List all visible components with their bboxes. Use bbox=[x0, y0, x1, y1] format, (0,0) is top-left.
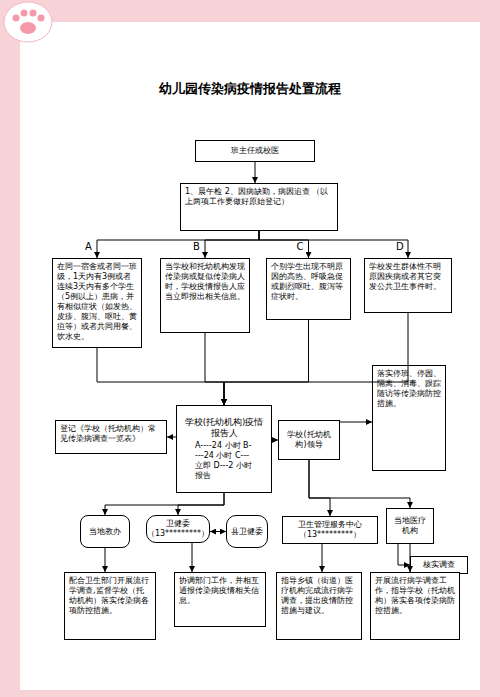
process-box: 班主任或校医 bbox=[195, 140, 315, 162]
process-box: 配合卫生部门开展流行学调查,监督学校（托幼机构）落实传染病各项防控措施。 bbox=[64, 572, 156, 640]
node-text: 落实停班、停园、隔离、消毒、跟踪随访等传染病防控措施。 bbox=[377, 369, 441, 409]
flow-arrow bbox=[224, 313, 408, 405]
branch-letter: B bbox=[193, 241, 200, 252]
node-text: 当学校和托幼机构发现传染病或疑似传染病人时，学校疫情报告人应当立即报出相关信息。 bbox=[165, 262, 245, 302]
diagram-title: 幼儿园传染病疫情报告处置流程 bbox=[40, 80, 460, 98]
flow-arrow bbox=[192, 543, 193, 572]
process-box: 当地医疗机构 bbox=[386, 508, 434, 544]
process-box: 1、晨午检 2、因病缺勤，病因追查 （以上两项工作要做好原始登记） bbox=[180, 183, 338, 231]
flow-arrow bbox=[259, 231, 309, 258]
node-text: 班主任或校医 bbox=[231, 146, 279, 156]
process-box: 当学校和托幼机构发现传染病或疑似传染病人时，学校疫情报告人应当立即报出相关信息。 bbox=[160, 258, 250, 333]
flow-arrow bbox=[105, 493, 224, 515]
flow-arrow bbox=[224, 320, 309, 405]
flow-arrow bbox=[210, 531, 226, 532]
branch-letter: C bbox=[297, 241, 304, 252]
process-box: 学校(托幼机构)领导 bbox=[278, 420, 340, 460]
process-box: 开展流行病学调查工作，指导学校（托幼机构）落实各项传染病防控措施。 bbox=[370, 572, 460, 640]
node-text: 当地教办 bbox=[89, 527, 121, 537]
process-box: 卫健委 （13*********） bbox=[146, 515, 210, 543]
flow-arrow bbox=[259, 231, 408, 258]
node-text: 核实调查 bbox=[423, 560, 455, 570]
flow-arrow bbox=[398, 544, 410, 565]
node-text: 当地医疗机构 bbox=[391, 516, 429, 536]
flow-arrow bbox=[205, 333, 224, 405]
node-text: 学校(托幼机构)领导 bbox=[283, 430, 335, 450]
node-text: 配合卫生部门开展流行学调查,监督学校（托幼机构）落实传染病各项防控措施。 bbox=[69, 576, 151, 616]
process-box: 指导乡镇（街道）医疗机构完成流行病学调查，提出疫情防控措施与建议。 bbox=[276, 572, 362, 640]
flow-arrow bbox=[272, 440, 278, 441]
node-text: 1、晨午检 2、因病缺勤，病因追查 （以上两项工作要做好原始登记） bbox=[185, 187, 333, 207]
branch-letter: A bbox=[85, 241, 92, 252]
flow-arrow bbox=[309, 460, 410, 508]
node-text: 在同一宿舍或者同一班级，1天内有3例或者连续3天内有多个学生（5例以上）患病，并… bbox=[57, 262, 137, 342]
node-text: 卫健委 （13*********） bbox=[147, 519, 209, 539]
flow-arrow bbox=[167, 437, 176, 438]
node-text: A----24 小时 B----24 小时 C---立即 D---2 小时 报告 bbox=[195, 441, 253, 481]
node-text: 指导乡镇（街道）医疗机构完成流行病学调查，提出疫情防控措施与建议。 bbox=[281, 576, 357, 616]
node-text: 县卫健委 bbox=[231, 527, 263, 537]
process-box: 当地教办 bbox=[80, 515, 130, 548]
paper-sheet bbox=[20, 22, 480, 690]
process-box: 协调部门工作，并相互通报传染病疫情相关信息。 bbox=[174, 572, 266, 627]
flow-arrow bbox=[105, 548, 106, 572]
node-text: 学校发生群体性不明原因疾病或者其它突发公共卫生事件时。 bbox=[369, 262, 447, 292]
branch-letter: D bbox=[396, 241, 404, 252]
process-box: 个别学生出现不明原因的高热、呼吸急促或剧烈呕吐、腹泻等症状时。 bbox=[266, 258, 351, 320]
process-box: 学校(托幼机构)疫情报告人 A----24 小时 B----24 小时 C---立… bbox=[176, 405, 272, 493]
flow-arrow bbox=[309, 460, 330, 516]
flow-arrow bbox=[410, 544, 411, 572]
flow-arrow bbox=[97, 348, 224, 405]
flow-arrow bbox=[178, 493, 224, 515]
process-box: 落实停班、停园、隔离、消毒、跟踪随访等传染病防控措施。 bbox=[372, 365, 446, 471]
flow-arrow bbox=[205, 231, 259, 258]
process-box: 在同一宿舍或者同一班级，1天内有3例或者连续3天内有多个学生（5例以上）患病，并… bbox=[52, 258, 142, 348]
process-box: 卫生管理服务中心（13*********） bbox=[282, 516, 378, 544]
process-box: 县卫健委 bbox=[226, 515, 268, 548]
node-text: 登记《学校（托幼机构）常见传染病调查一览表》 bbox=[60, 424, 162, 444]
process-box: 学校发生群体性不明原因疾病或者其它突发公共卫生事件时。 bbox=[364, 258, 452, 313]
flow-arrow bbox=[255, 162, 256, 183]
process-box: 登记《学校（托幼机构）常见传染病调查一览表》 bbox=[55, 420, 167, 454]
node-text: 个别学生出现不明原因的高热、呼吸急促或剧烈呕吐、腹泻等症状时。 bbox=[271, 262, 346, 302]
node-text: 学校(托幼机构)疫情报告人 bbox=[181, 417, 267, 438]
flow-arrow bbox=[97, 231, 259, 258]
node-text: 卫生管理服务中心（13*********） bbox=[287, 520, 373, 540]
flow-arrow bbox=[322, 544, 323, 572]
node-text: 协调部门工作，并相互通报传染病疫情相关信息。 bbox=[179, 576, 261, 606]
paw-ornament bbox=[4, 2, 52, 42]
flow-arrow bbox=[340, 422, 372, 423]
node-text: 开展流行病学调查工作，指导学校（托幼机构）落实各项传染病防控措施。 bbox=[375, 576, 455, 616]
